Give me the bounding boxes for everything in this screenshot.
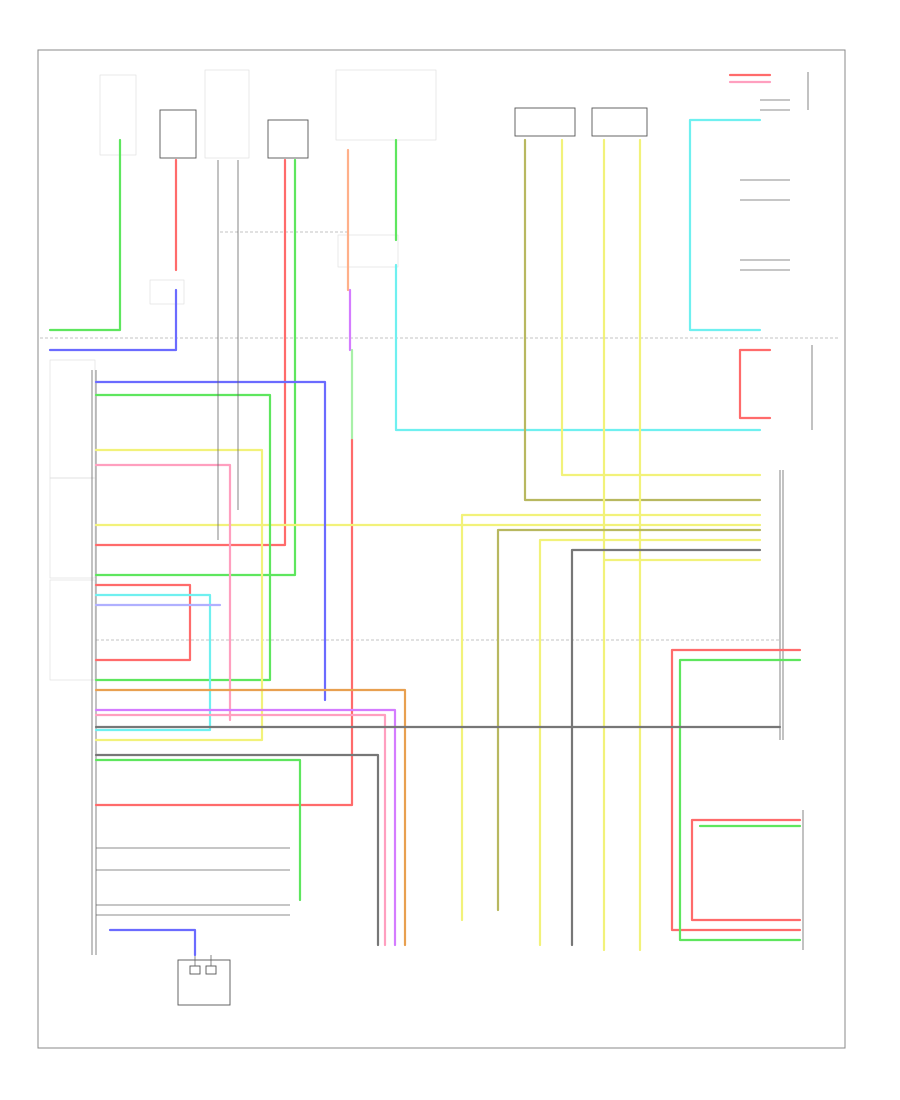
component-box (159, 109, 197, 159)
bottom-components (177, 955, 231, 1006)
diagram-frame (37, 49, 846, 1049)
component-box (591, 107, 648, 137)
pin-markers (96, 99, 790, 916)
top-components (99, 69, 648, 305)
wires (48, 73, 802, 957)
right-connectors (779, 72, 813, 950)
component-box (177, 959, 231, 1006)
component-box (514, 107, 576, 137)
shield-lines (40, 231, 840, 641)
component-box (267, 119, 309, 159)
left-connectors (49, 359, 97, 955)
